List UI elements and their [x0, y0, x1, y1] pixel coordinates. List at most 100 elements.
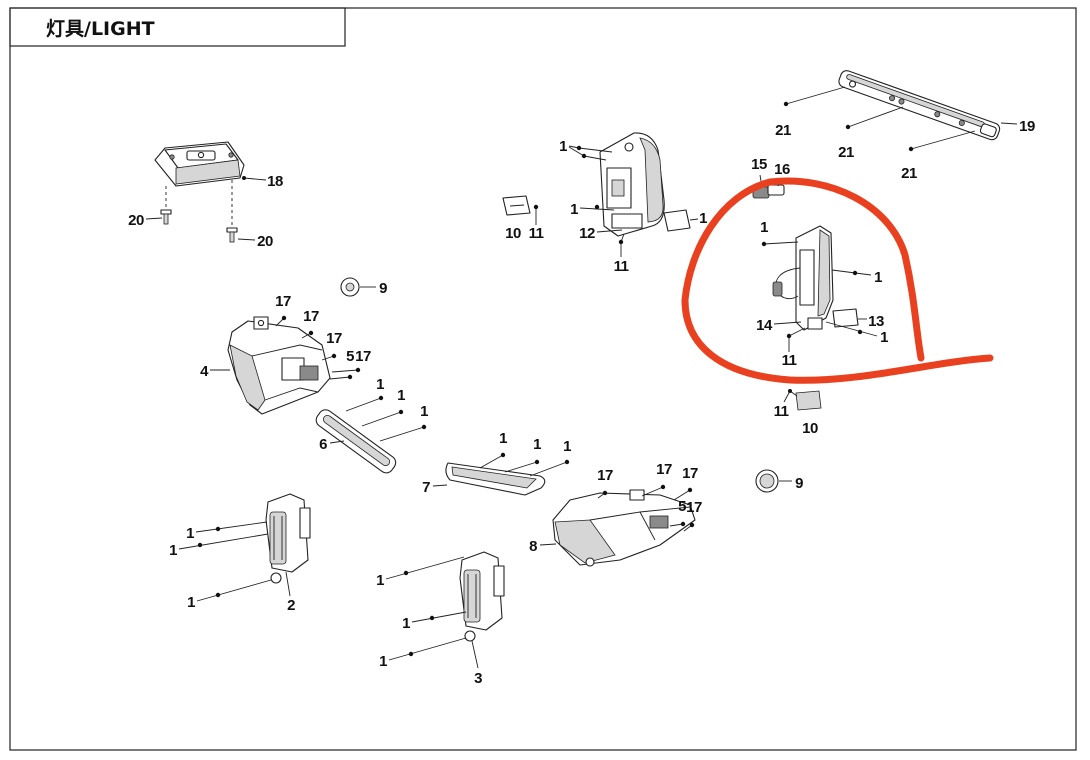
headlight-left [227, 316, 331, 415]
leader-line [243, 177, 267, 181]
mount-hole [169, 154, 175, 160]
callout-number: 2 [287, 597, 295, 614]
leader-dot [660, 484, 666, 490]
mount-hole [624, 142, 634, 152]
leader-line [847, 106, 904, 128]
leader-line [145, 217, 163, 220]
callout-number: 6 [319, 436, 327, 453]
leader-line [479, 454, 504, 469]
callout-number: 17 [275, 293, 291, 310]
page-title: 灯具/LIGHT [46, 18, 155, 40]
leader-line [785, 86, 846, 105]
lamp-module [799, 249, 815, 306]
leader-line [345, 397, 382, 412]
light-strip-left [315, 409, 397, 474]
callout-number: 20 [257, 233, 273, 250]
lamp-lens [639, 137, 664, 223]
screw [160, 209, 172, 225]
screw-head [226, 227, 238, 233]
leader-line [379, 426, 425, 442]
callout-number: 11 [774, 403, 789, 420]
leader-line [361, 411, 402, 427]
leader-line [529, 461, 568, 477]
callout: 1 [376, 556, 465, 589]
lamp-bracket [611, 213, 643, 229]
callout-number: 1 [187, 594, 195, 611]
callout-number: 13 [868, 313, 884, 330]
leader-dot [308, 330, 314, 336]
callout: 1 [689, 210, 708, 227]
callout: 1 [379, 403, 429, 442]
callout: 5 [669, 498, 687, 527]
callout-number: 15 [751, 156, 767, 173]
leader-dot [197, 542, 203, 548]
callout: 1 [559, 138, 613, 161]
callout: 17 [597, 467, 613, 499]
signal-lens [269, 511, 287, 565]
callout: 1 [169, 533, 269, 559]
callout-number: 1 [402, 615, 410, 632]
screw-shaft [229, 231, 235, 243]
leader-dot [857, 329, 863, 335]
callout: 21 [838, 106, 904, 161]
reflector-plate [663, 209, 691, 232]
callout: 12 [579, 225, 623, 242]
callout-number: 17 [656, 461, 672, 478]
callout-number: 8 [529, 538, 537, 555]
leader-line [673, 489, 691, 501]
lamp-connector [611, 179, 625, 197]
plate-marking [509, 204, 525, 207]
connector-plug [752, 184, 785, 199]
mount-hole [464, 630, 476, 642]
leader-dot [215, 526, 221, 532]
callout-number: 1 [563, 438, 571, 455]
leader-dot [347, 374, 353, 380]
callout: 1 [529, 438, 572, 477]
leader-dot [403, 570, 409, 576]
callout: 21 [901, 130, 976, 182]
callout: 1 [345, 376, 385, 412]
headlight-edge [251, 344, 323, 357]
callout-number: 11 [614, 258, 629, 275]
callout: 11 [774, 389, 798, 420]
leader-dot [355, 367, 361, 373]
callout: 17 [275, 293, 291, 327]
callout: 1 [504, 436, 542, 473]
signal-bracket [299, 507, 311, 539]
mount-hole [257, 319, 265, 327]
leader-dot [783, 101, 789, 107]
callout: 17 [331, 348, 371, 373]
callout: 20 [237, 233, 273, 250]
callout-number: 5 [678, 498, 686, 515]
leader-dot [500, 452, 506, 458]
signal-bracket [493, 565, 505, 597]
leader-dot [581, 153, 587, 159]
callout: 9 [360, 280, 388, 297]
rear-light-bar [838, 70, 1001, 141]
leader-dot [594, 204, 600, 210]
callout: 17 [301, 308, 319, 339]
mount-hole [197, 151, 205, 159]
leader-line [910, 130, 976, 150]
leader-dot [534, 459, 540, 465]
callout: 11 [614, 233, 629, 275]
callout-number: 19 [1019, 118, 1035, 135]
callout: 1 [186, 521, 268, 542]
leader-dot [398, 409, 404, 415]
callout-number: 20 [128, 212, 144, 229]
callout-number: 1 [376, 572, 384, 589]
leader-dot [242, 176, 246, 180]
leader-dot [687, 487, 693, 493]
light-bar-end-cap [979, 123, 997, 138]
callout: 2 [285, 571, 296, 614]
leader-dot [564, 459, 570, 465]
callout: 6 [319, 436, 345, 453]
callout: 13 [858, 313, 884, 330]
mount-hole [934, 111, 941, 118]
leader-line [568, 146, 585, 157]
wire-connector [772, 281, 783, 297]
callout-number: 1 [379, 653, 387, 670]
callout: 3 [471, 640, 483, 687]
leader-line [783, 390, 791, 403]
